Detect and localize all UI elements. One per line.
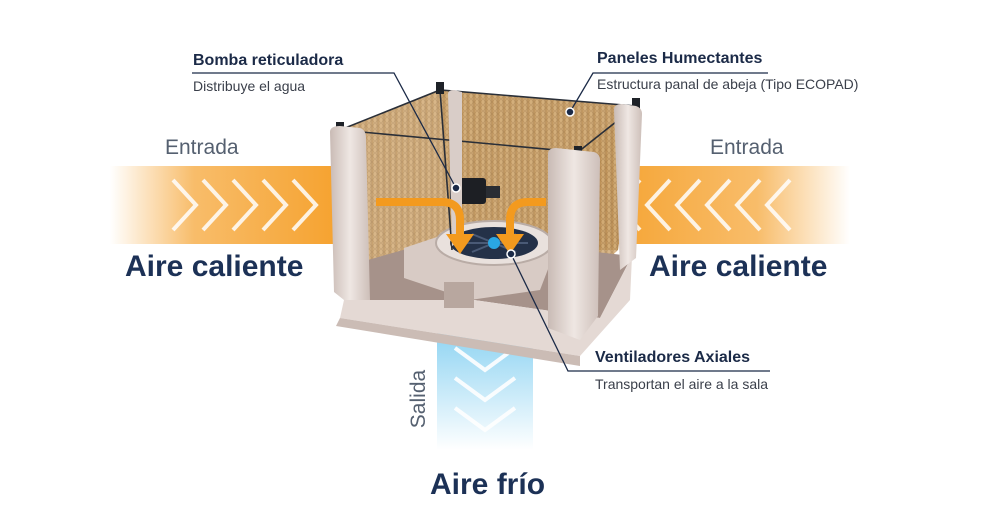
cold-air-chevrons	[453, 346, 517, 433]
cooler-unit	[330, 82, 642, 366]
pump-marker	[451, 183, 461, 193]
inlet-left-title: Aire caliente	[125, 250, 304, 283]
pump-callout-title: Bomba reticuladora	[193, 52, 344, 69]
panels-callout-subtitle: Estructura panal de abeja (Tipo ECOPAD)	[597, 76, 859, 92]
leader-lines	[192, 72, 770, 372]
pump-callout-subtitle: Distribuye el agua	[193, 78, 306, 94]
outlet-title: Aire frío	[430, 468, 546, 501]
panels-callout-title: Paneles Humectantes	[597, 50, 763, 67]
inlet-left-label: Entrada	[165, 136, 239, 159]
outlet-label: Salida	[407, 369, 431, 429]
fans-callout-title: Ventiladores Axiales	[595, 349, 751, 366]
fan-marker	[506, 249, 516, 259]
internal-airflow-arrows	[376, 198, 546, 236]
inlet-right-label: Entrada	[710, 136, 784, 159]
hot-air-chevrons-left	[171, 178, 319, 232]
panel-marker	[565, 107, 575, 117]
hot-air-stream-left	[110, 166, 350, 244]
inlet-right-title: Aire caliente	[649, 250, 828, 283]
fans-callout-subtitle: Transportan el aire a la sala	[595, 376, 769, 392]
